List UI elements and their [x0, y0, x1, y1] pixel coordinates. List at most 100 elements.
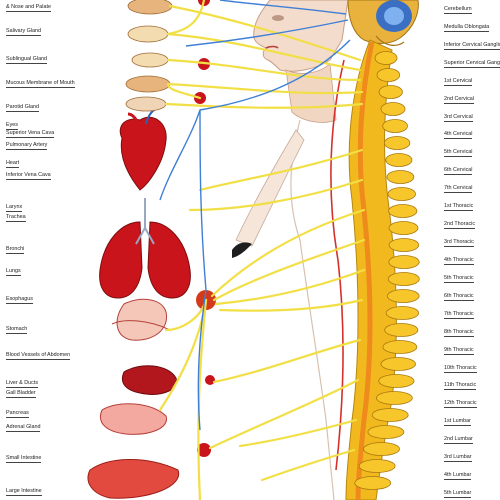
vertebra	[382, 340, 418, 354]
right-label: Inferior Cervical Ganglion	[444, 42, 500, 50]
lungs	[99, 198, 191, 299]
right-label: 8th Thoracic	[444, 329, 474, 337]
head-profile	[253, 0, 349, 123]
nerve-path	[198, 148, 364, 192]
vertebrae	[354, 51, 420, 490]
intestines	[87, 403, 180, 499]
vessel-path	[197, 289, 207, 431]
left-label: Larynx	[6, 204, 23, 212]
vertebra	[354, 476, 392, 490]
vertebra	[387, 272, 420, 286]
right-label: 3rd Cervical	[444, 114, 473, 122]
nerve-path	[197, 298, 208, 500]
vertebra	[374, 51, 398, 65]
heart	[119, 107, 167, 191]
nerve-path	[260, 448, 356, 482]
right-label: 11th Thoracic	[444, 382, 477, 390]
nerve-path	[188, 178, 364, 212]
right-label: 9th Thoracic	[444, 347, 474, 355]
right-label: 4th Cervical	[444, 131, 473, 139]
vertebra	[376, 68, 401, 82]
left-label: Trachea	[6, 214, 26, 222]
left-label: Mucous Membrane of Mouth	[6, 80, 75, 88]
right-label: 4th Thoracic	[444, 257, 474, 265]
nerve-path	[166, 0, 206, 36]
vertebra	[380, 357, 416, 371]
ganglia	[194, 0, 216, 457]
nerve-path	[218, 298, 364, 312]
left-label: Heart	[6, 160, 20, 168]
right-label: 4th Lumbar	[444, 472, 472, 480]
left-label: Stomach	[6, 326, 28, 334]
nerve-path	[208, 378, 360, 450]
body-outline	[232, 119, 335, 500]
right-label: 5th Cervical	[444, 149, 473, 157]
right-label: 5th Thoracic	[444, 275, 474, 283]
nerve-path	[164, 102, 364, 109]
left-label: Parotid Gland	[6, 104, 39, 112]
nerve-path	[210, 208, 366, 298]
right-label: 1st Cervical	[444, 78, 473, 86]
vertebra	[388, 255, 420, 269]
vessel-path	[219, 0, 347, 15]
nerve-path	[166, 82, 202, 100]
vertebra	[386, 170, 415, 184]
right-label: 3rd Lumbar	[444, 454, 472, 462]
left-label: Pulmonary Artery	[6, 142, 48, 150]
right-label: 5th Lumbar	[444, 490, 472, 498]
nerve-path	[212, 238, 366, 302]
vessel-path	[185, 19, 349, 47]
liver	[122, 365, 178, 395]
left-label: Pancreas	[6, 410, 29, 418]
vessel-path	[159, 39, 351, 201]
right-label: 6th Thoracic	[444, 293, 474, 301]
nerve-path	[166, 82, 364, 95]
right-label: 6th Cervical	[444, 167, 473, 175]
vertebra	[378, 85, 403, 99]
nerve-paths	[158, 0, 366, 500]
vertebra	[388, 221, 419, 235]
nerve-path	[212, 338, 362, 384]
vertebra	[367, 425, 405, 439]
right-label: 1st Thoracic	[444, 203, 474, 211]
vertebra	[388, 204, 418, 218]
nerve-path	[238, 418, 358, 448]
right-label: 2nd Thoracic	[444, 221, 476, 229]
vertebra	[383, 136, 411, 150]
nerve-path	[168, 4, 362, 62]
vertebra	[385, 306, 420, 320]
vessel-paths	[159, 0, 351, 431]
vertebra	[384, 323, 419, 337]
nerve-path	[166, 58, 362, 82]
vertebra	[386, 289, 420, 303]
vertebra	[388, 238, 420, 252]
left-label: Eyes	[6, 122, 18, 130]
left-label: Esophagus	[6, 296, 33, 304]
left-label: Small Intestine	[6, 455, 42, 463]
stomach	[111, 298, 171, 341]
left-label: Gall Bladder	[6, 390, 36, 398]
left-label: & Nose and Palate	[6, 4, 51, 12]
right-label: 2nd Cervical	[444, 96, 474, 104]
right-label: 7th Cervical	[444, 185, 473, 193]
vertebra	[385, 153, 413, 167]
vertebra	[378, 374, 415, 388]
vertebra	[382, 119, 408, 133]
left-label: Sublingual Gland	[6, 56, 48, 64]
vertebra	[387, 187, 416, 201]
vertebra	[375, 391, 413, 405]
left-label: Adrenal Gland	[6, 424, 41, 432]
left-label: Lungs	[6, 268, 21, 276]
left-label: Bronchi	[6, 246, 25, 254]
left-label: Inferior Vena Cava	[6, 172, 51, 180]
nerve-path	[166, 32, 362, 72]
left-label: Salivary Gland	[6, 28, 42, 36]
nerve-path	[214, 268, 366, 306]
head-glands	[125, 0, 173, 112]
vertebra	[380, 102, 406, 116]
vertebra	[363, 442, 400, 456]
right-label: 12th Thoracic	[444, 400, 477, 408]
right-label: 1st Lumbar	[444, 418, 471, 426]
left-label: Large Intestine	[6, 488, 42, 496]
